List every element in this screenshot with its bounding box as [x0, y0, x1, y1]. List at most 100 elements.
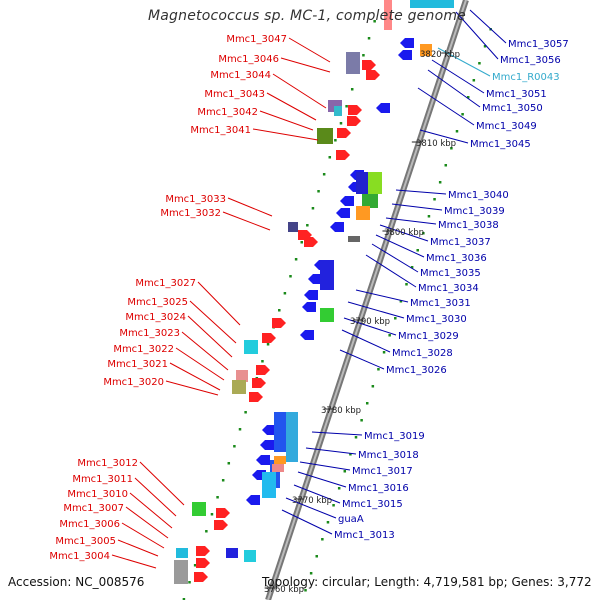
ruler-dot	[244, 411, 247, 414]
gene-label-right[interactable]: Mmc1_3049	[476, 121, 537, 132]
ruler-dot	[294, 258, 298, 261]
ruler-dots	[182, 20, 492, 601]
leader-line	[417, 87, 475, 126]
gene-label-left[interactable]: Mmc1_3033	[165, 194, 226, 205]
gene-box-cyan	[286, 412, 298, 462]
reverse-gene	[256, 455, 270, 465]
gene-label-left[interactable]: Mmc1_3042	[197, 107, 258, 118]
gene-label-right[interactable]: Mmc1_3045	[470, 139, 531, 150]
gene-label-right[interactable]: Mmc1_3019	[364, 431, 425, 442]
ruler-dot	[289, 275, 292, 278]
gene-label-right[interactable]: Mmc1_3026	[386, 365, 447, 376]
reverse-gene	[398, 50, 412, 60]
genome-backbone	[265, 0, 469, 601]
gene-label-right[interactable]: Mmc1_3039	[444, 206, 505, 217]
gene-label-right[interactable]: Mmc1_3030	[406, 314, 467, 325]
gene-label-right[interactable]: Mmc1_3050	[482, 103, 543, 114]
leader-line	[117, 539, 159, 557]
gene-label-right[interactable]: Mmc1_3016	[348, 483, 409, 494]
gene-label-right[interactable]: Mmc1_3031	[410, 298, 471, 309]
ruler-dot	[350, 88, 354, 91]
gene-label-right[interactable]: Mmc1_3038	[438, 220, 499, 231]
forward-gene	[304, 237, 318, 247]
gene-label-right[interactable]: Mmc1_3018	[358, 450, 419, 461]
gene-label-right[interactable]: Mmc1_3057	[508, 39, 569, 50]
gene-label-left[interactable]: Mmc1_3041	[190, 125, 251, 136]
gene-label-left[interactable]: Mmc1_3046	[218, 54, 279, 65]
gene-box-pink	[236, 370, 248, 382]
kbp-label: 3800 kbp	[384, 228, 424, 238]
gene-label-right[interactable]: Mmc1_3036	[426, 253, 487, 264]
ruler-dot	[227, 462, 231, 465]
leader-line	[395, 189, 447, 195]
gene-label-left[interactable]: Mmc1_3004	[49, 551, 110, 562]
gene-label-left[interactable]: Mmc1_3043	[204, 89, 265, 100]
ruler-dot	[349, 453, 352, 456]
forward-gene	[252, 378, 266, 388]
ruler-dot	[466, 96, 470, 99]
ruler-dot	[478, 62, 481, 65]
leader-line	[169, 362, 221, 391]
gene-label-left[interactable]: Mmc1_3044	[210, 70, 271, 81]
reverse-gene	[340, 196, 354, 206]
gene-label-right[interactable]: Mmc1_3040	[448, 190, 509, 201]
gene-label-left[interactable]: Mmc1_3006	[59, 519, 120, 530]
gene-label-left[interactable]: Mmc1_3032	[160, 208, 221, 219]
gene-label-left[interactable]: Mmc1_3025	[127, 297, 188, 308]
ruler-dot	[367, 37, 371, 40]
gene-label-right[interactable]: Mmc1_3013	[334, 530, 395, 541]
gene-label-left[interactable]: Mmc1_3007	[63, 503, 124, 514]
leader-line	[266, 92, 317, 121]
accession-text: Accession: NC_008576	[8, 575, 145, 589]
leader-line	[311, 431, 363, 436]
ruler-dot	[382, 351, 386, 354]
ruler-dot	[326, 521, 330, 524]
gene-label-left[interactable]: Mmc1_3020	[103, 377, 164, 388]
leader-line	[347, 301, 405, 319]
gene-label-right[interactable]: Mmc1_3056	[500, 55, 561, 66]
gene-labels[interactable]: Mmc1_3047Mmc1_3046Mmc1_3044Mmc1_3043Mmc1…	[49, 34, 568, 562]
reverse-gene	[376, 103, 390, 113]
gene-label-right[interactable]: Mmc1_3029	[398, 331, 459, 342]
reverse-gene	[400, 38, 414, 48]
leader-line	[222, 211, 271, 231]
ruler-dot	[278, 309, 281, 312]
gene-label-left[interactable]: Mmc1_3047	[226, 34, 287, 45]
ruler-dot	[216, 496, 219, 499]
gene-label-left[interactable]: Mmc1_3021	[107, 359, 168, 370]
gene-label-left[interactable]: Mmc1_3010	[67, 489, 128, 500]
leader-line	[431, 59, 485, 94]
gene-label-right[interactable]: Mmc1_3034	[418, 283, 479, 294]
ruler-dot	[182, 598, 186, 601]
ruler-dot	[238, 428, 242, 431]
gene-label-right[interactable]: Mmc1_R0043	[492, 72, 560, 83]
ruler-dot	[317, 190, 320, 193]
gene-label-right[interactable]: guaA	[338, 514, 364, 525]
leader-line	[139, 461, 185, 506]
gene-label-right[interactable]: Mmc1_3037	[430, 237, 491, 248]
gene-label-left[interactable]: Mmc1_3011	[72, 474, 133, 485]
gene-label-right[interactable]: Mmc1_3051	[486, 89, 547, 100]
gene-label-left[interactable]: Mmc1_3027	[135, 278, 196, 289]
gene-label-left[interactable]: Mmc1_3005	[55, 536, 116, 547]
reverse-gene	[336, 208, 350, 218]
forward-gene	[366, 70, 380, 80]
gene-box-orange	[274, 456, 286, 464]
leader-line	[281, 509, 333, 535]
gene-label-left[interactable]: Mmc1_3022	[113, 344, 174, 355]
kbp-label: 3790 kbp	[350, 317, 390, 327]
gene-label-left[interactable]: Mmc1_3012	[77, 458, 138, 469]
gene-label-left[interactable]: Mmc1_3024	[125, 312, 186, 323]
gene-label-right[interactable]: Mmc1_3035	[420, 268, 481, 279]
gene-label-left[interactable]: Mmc1_3023	[119, 328, 180, 339]
gene-box-cyan	[244, 340, 258, 354]
leader-line	[272, 73, 327, 109]
gene-label-right[interactable]: Mmc1_3028	[392, 348, 453, 359]
gene-box-blue	[356, 172, 368, 194]
gene-label-right[interactable]: Mmc1_3015	[342, 499, 403, 510]
forward-gene	[336, 150, 350, 160]
gene-box-green	[192, 502, 206, 516]
gene-label-right[interactable]: Mmc1_3017	[352, 466, 413, 477]
